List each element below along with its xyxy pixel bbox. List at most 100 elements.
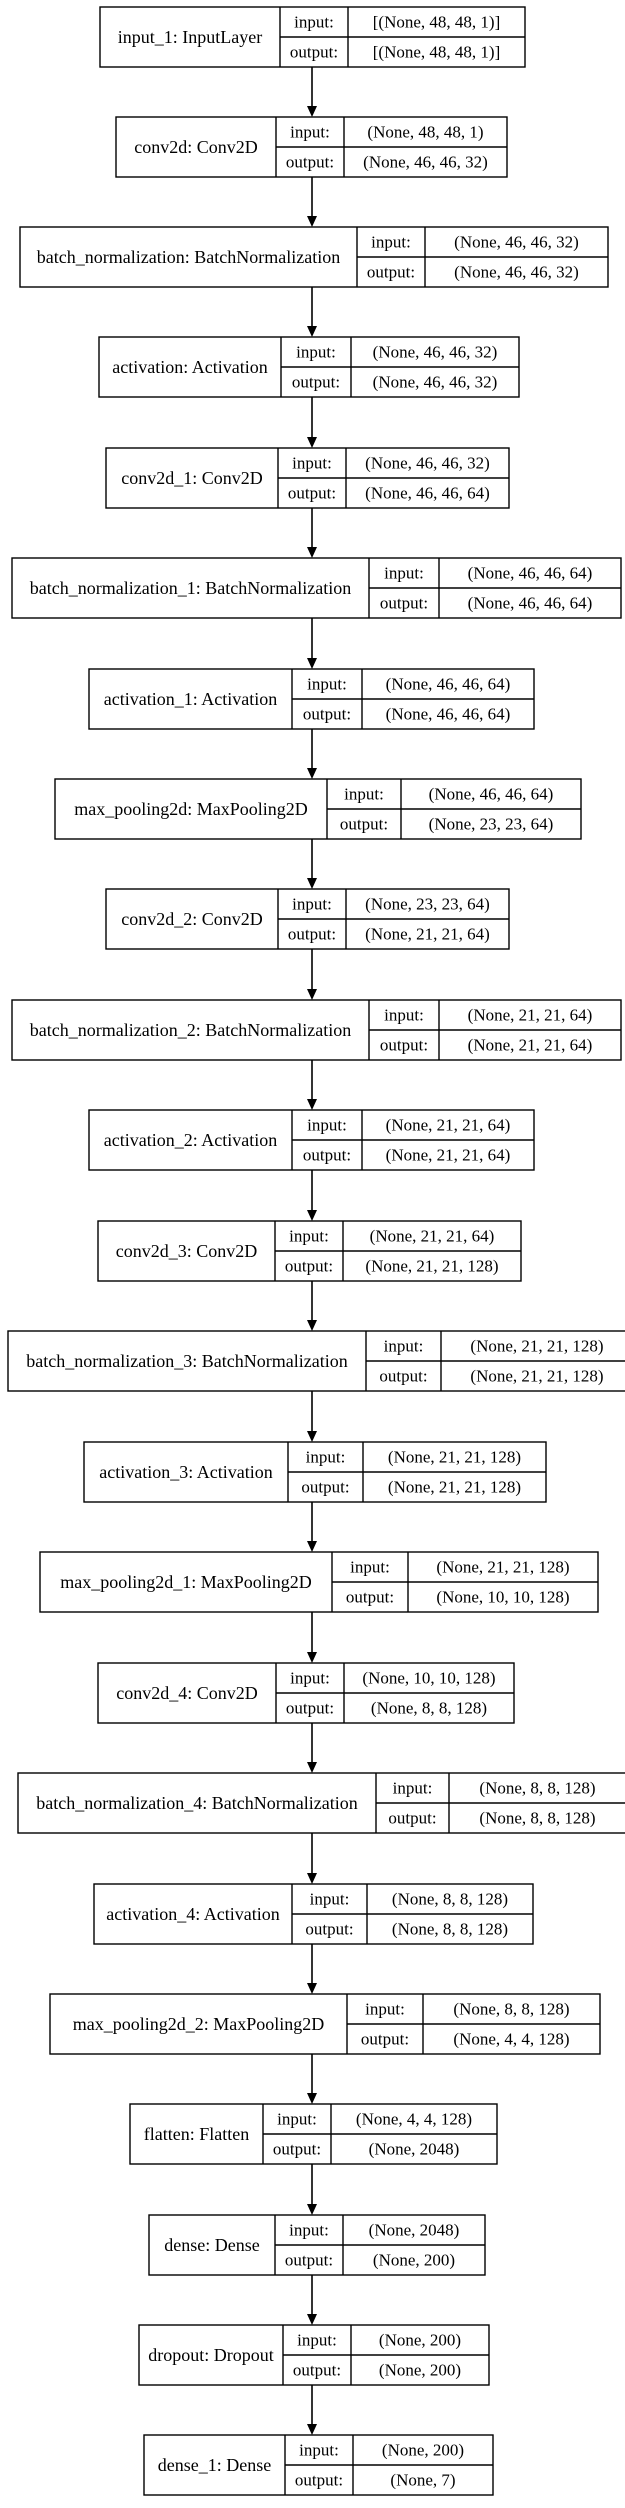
layer-name: max_pooling2d: MaxPooling2D (74, 799, 308, 819)
input-label: input: (277, 2110, 317, 2129)
layer-node: max_pooling2d_1: MaxPooling2D input: outpu… (39, 1551, 599, 1613)
output-shape: (None, 21, 21, 64) (468, 1036, 593, 1055)
input-shape: (None, 4, 4, 128) (356, 2110, 472, 2129)
input-label: input: (307, 1116, 347, 1135)
arrow-head-icon (307, 437, 317, 448)
layer-name: conv2d_4: Conv2D (116, 1683, 258, 1703)
output-label: output: (305, 1920, 353, 1939)
output-label: output: (295, 2471, 343, 2490)
layer-node: batch_normalization_3: BatchNormalizatio… (7, 1330, 625, 1392)
input-shape: (None, 10, 10, 128) (362, 1669, 495, 1688)
arrow-head-icon (307, 1873, 317, 1884)
output-label: output: (285, 2251, 333, 2270)
layer-name: max_pooling2d_2: MaxPooling2D (73, 2014, 325, 2034)
input-shape: (None, 46, 46, 64) (429, 785, 554, 804)
layer-node: activation_3: Activationinput:output:(No… (83, 1441, 547, 1503)
input-shape: (None, 2048) (369, 2221, 460, 2240)
layer-name: dense: Dense (164, 2235, 259, 2255)
arrow-head-icon (307, 1320, 317, 1331)
output-shape: (None, 200) (379, 2361, 461, 2380)
input-label: input: (384, 564, 424, 583)
input-shape: (None, 21, 21, 64) (370, 1227, 495, 1246)
output-label: output: (303, 1146, 351, 1165)
arrow-head-icon (307, 1099, 317, 1110)
output-shape: (None, 46, 46, 32) (454, 263, 579, 282)
output-shape: (None, 10, 10, 128) (436, 1588, 569, 1607)
input-shape: (None, 200) (379, 2331, 461, 2350)
layer-node: dropout: Dropout input: output: (None, 200)… (138, 2324, 490, 2386)
output-label: output: (286, 153, 334, 172)
output-shape: (None, 46, 46, 32) (373, 373, 498, 392)
input-label: input: (384, 1337, 424, 1356)
output-shape: (None, 46, 46, 32) (363, 153, 488, 172)
output-label: output: (380, 594, 428, 613)
input-label: input: (299, 2441, 339, 2460)
arrow-head-icon (307, 216, 317, 227)
layer-node: activation_2: Activationinput:output:(No… (88, 1109, 535, 1171)
input-label: input: (297, 2331, 337, 2350)
input-label: input: (350, 1558, 390, 1577)
output-label: output: (290, 43, 338, 62)
layer-name: flatten: Flatten (144, 2124, 249, 2144)
arrow-head-icon (307, 547, 317, 558)
input-shape: (None, 46, 46, 32) (373, 343, 498, 362)
input-label: input: (290, 1669, 330, 1688)
layer-name: activation: Activation (112, 357, 267, 377)
input-shape: (None, 21, 21, 128) (470, 1337, 603, 1356)
layer-node: batch_normalization_2: BatchNormalizatio… (11, 999, 622, 1061)
layer-name: dropout: Dropout (148, 2345, 274, 2365)
layer-node: max_pooling2d_2: MaxPooling2Dinput:outpu… (49, 1993, 601, 2055)
output-label: output: (388, 1809, 436, 1828)
output-label: output: (361, 2030, 409, 2049)
input-label: input: (294, 13, 334, 32)
arrow-head-icon (307, 768, 317, 779)
layer-name: conv2d: Conv2D (134, 137, 258, 157)
output-shape: (None, 21, 21, 128) (365, 1257, 498, 1276)
output-shape: (None, 7) (390, 2471, 455, 2490)
layer-name: activation_4: Activation (106, 1904, 279, 1924)
output-label: output: (292, 373, 340, 392)
input-shape: (None, 46, 46, 64) (468, 564, 593, 583)
layer-node: batch_normalization_4: BatchNormalizatio… (17, 1772, 625, 1834)
input-shape: (None, 8, 8, 128) (392, 1890, 508, 1909)
input-label: input: (292, 895, 332, 914)
output-shape: (None, 46, 46, 64) (386, 705, 511, 724)
layer-name: batch_normalization_3: BatchNormalizatio… (26, 1351, 347, 1371)
arrow-head-icon (307, 2314, 317, 2325)
arrow-head-icon (307, 1541, 317, 1552)
layer-box (11, 557, 622, 619)
input-shape: (None, 8, 8, 128) (453, 2000, 569, 2019)
output-shape: (None, 8, 8, 128) (392, 1920, 508, 1939)
arrow-head-icon (307, 1431, 317, 1442)
output-label: output: (346, 1588, 394, 1607)
output-shape: (None, 21, 21, 128) (388, 1478, 521, 1497)
layer-node: activation: Activationinput:output:(None… (98, 336, 520, 398)
arrow-head-icon (307, 106, 317, 117)
output-shape: (None, 46, 46, 64) (365, 484, 490, 503)
layer-node: batch_normalization: BatchNormalizationi… (19, 226, 609, 288)
input-label: input: (344, 785, 384, 804)
arrow-head-icon (307, 1210, 317, 1221)
output-shape: (None, 8, 8, 128) (479, 1809, 595, 1828)
arrow-head-icon (307, 1762, 317, 1773)
output-shape: (None, 46, 46, 64) (468, 594, 593, 613)
input-label: input: (306, 1448, 346, 1467)
output-label: output: (273, 2140, 321, 2159)
output-label: output: (367, 263, 415, 282)
layer-name: conv2d_3: Conv2D (116, 1241, 258, 1261)
input-shape: (None, 8, 8, 128) (479, 1779, 595, 1798)
output-label: output: (379, 1367, 427, 1386)
layer-name: batch_normalization: BatchNormalization (37, 247, 340, 267)
layer-name: max_pooling2d_1: MaxPooling2D (60, 1572, 312, 1592)
layer-name: activation_1: Activation (104, 689, 277, 709)
arrow-head-icon (307, 989, 317, 1000)
output-label: output: (293, 2361, 341, 2380)
input-shape: (None, 21, 21, 64) (468, 1006, 593, 1025)
arrow-head-icon (307, 1983, 317, 1994)
